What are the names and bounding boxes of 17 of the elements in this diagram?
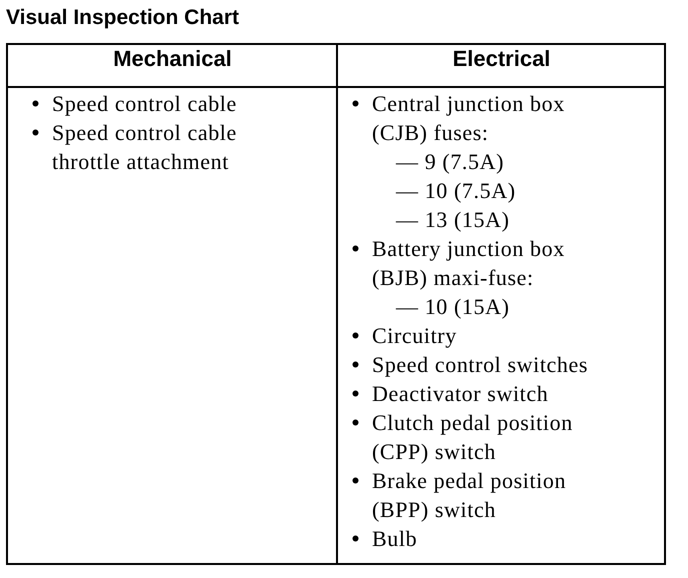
fuse-item: — 10 (15A) (396, 293, 511, 321)
column-header: Mechanical (113, 46, 232, 72)
chart-title: Visual Inspection Chart (6, 6, 239, 30)
column-header: Electrical (452, 46, 550, 72)
list-item: Brake pedal position (BPP) switch (372, 467, 568, 524)
fuse-item: — 9 (7.5A) (396, 148, 506, 176)
list-item: Speed control cable (52, 90, 238, 118)
list-item: Central junction box (CJB) fuses: (372, 90, 566, 147)
list-item: Circuitry (372, 322, 458, 350)
fuse-item: — 13 (15A) (396, 206, 511, 234)
list-item: Bulb (372, 525, 418, 553)
list-item: Battery junction box (BJB) maxi-fuse: (372, 235, 566, 292)
list-item: Deactivator switch (372, 380, 550, 408)
fuse-item: — 10 (7.5A) (396, 177, 517, 205)
list-item: Speed control switches (372, 351, 590, 379)
list-item: Clutch pedal position (CPP) switch (372, 409, 574, 466)
list-item: Speed control cable throttle attachment (52, 119, 238, 176)
